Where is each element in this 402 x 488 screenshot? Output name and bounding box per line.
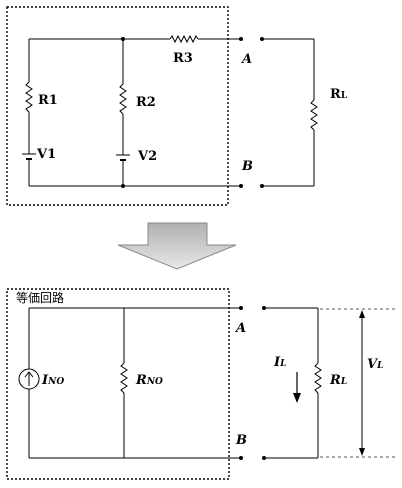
terminal-b-left — [239, 184, 243, 188]
voltage-label: VL — [367, 357, 383, 372]
load-label: RL — [330, 87, 348, 102]
bottom-enclosure-box — [6, 288, 230, 480]
v1-battery — [22, 153, 36, 160]
r3-label: R3 — [173, 51, 193, 66]
r1-resistor — [25, 81, 33, 113]
terminal-a-label: A — [240, 52, 252, 67]
rno-label: RNO — [135, 373, 163, 388]
load-label-2: RL — [329, 373, 347, 388]
v2-label: V2 — [137, 149, 157, 164]
v2-battery — [116, 154, 130, 161]
voltage-arrow-icon — [359, 310, 365, 456]
transform-arrow — [117, 222, 237, 270]
terminal-b-label: B — [241, 159, 253, 174]
load-resistor-2 — [314, 362, 322, 394]
current-source-icon — [18, 368, 40, 390]
top-enclosure-box — [6, 6, 229, 206]
bottom-circuit: 等価回路 INO RNO A B RL IL — [6, 288, 396, 480]
current-arrow-icon — [293, 372, 301, 403]
top-circuit: R3 R1 V1 R2 V2 A B — [6, 6, 348, 206]
r2-resistor — [119, 83, 127, 115]
r3-resistor — [169, 34, 199, 44]
rno-resistor — [120, 362, 128, 394]
terminal-b-left-2 — [239, 456, 243, 460]
load-resistor — [310, 99, 318, 131]
node-bottom — [121, 184, 125, 188]
terminal-a-left — [239, 37, 243, 41]
current-label: IL — [273, 355, 286, 370]
source-label: INO — [41, 373, 64, 388]
equivalent-circuit-caption: 等価回路 — [16, 290, 64, 305]
r1-label: R1 — [38, 93, 58, 108]
r2-label: R2 — [136, 95, 156, 110]
terminal-b-label-2: B — [235, 433, 247, 448]
terminal-a-left-2 — [239, 306, 243, 310]
terminal-a-label-2: A — [234, 321, 246, 336]
v1-label: V1 — [36, 147, 56, 162]
